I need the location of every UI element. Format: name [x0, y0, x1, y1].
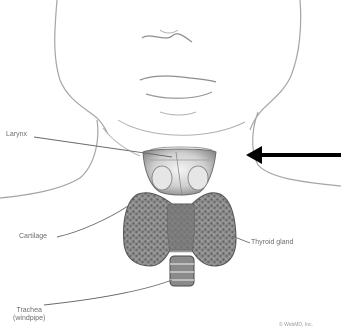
- mouth-lower: [146, 92, 212, 98]
- trachea-leader-line: [44, 280, 172, 305]
- cartilage-leader-line: [57, 206, 128, 237]
- pointer-arrow: [246, 146, 341, 164]
- chin: [118, 120, 245, 135]
- mouth-upper: [140, 76, 216, 82]
- label-thyroid-gland: Thyroid gland: [251, 239, 293, 247]
- larynx-leader-line: [34, 137, 172, 157]
- label-trachea: Trachea (windpipe): [13, 307, 45, 323]
- trachea-shape: [170, 256, 194, 286]
- face-outline-right: [250, 0, 301, 130]
- face-outline-left: [55, 0, 108, 134]
- label-larynx: Larynx: [6, 131, 27, 139]
- label-trachea-sub: (windpipe): [13, 315, 45, 323]
- nose: [142, 34, 192, 42]
- neck-right-outline: [253, 112, 341, 186]
- copyright-credit: © WebMD, Inc.: [279, 322, 313, 328]
- label-cartilage: Cartilage: [19, 233, 47, 241]
- larynx-shape: [143, 149, 216, 196]
- label-trachea-main: Trachea: [13, 307, 45, 315]
- thyroid-gland-shape: [124, 193, 236, 266]
